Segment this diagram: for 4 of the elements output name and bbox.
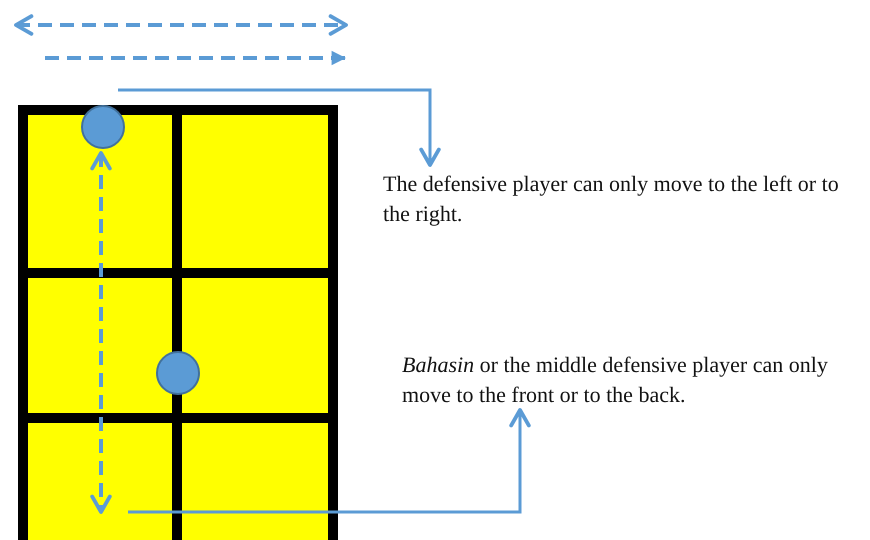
arrow — [128, 408, 531, 514]
note-text: Bahasin or the middle defensive player can only move to the front or to the back. — [402, 350, 870, 410]
arrow — [118, 88, 441, 167]
note-text: The defensive player can only move to the left or to the right. — [383, 165, 853, 229]
